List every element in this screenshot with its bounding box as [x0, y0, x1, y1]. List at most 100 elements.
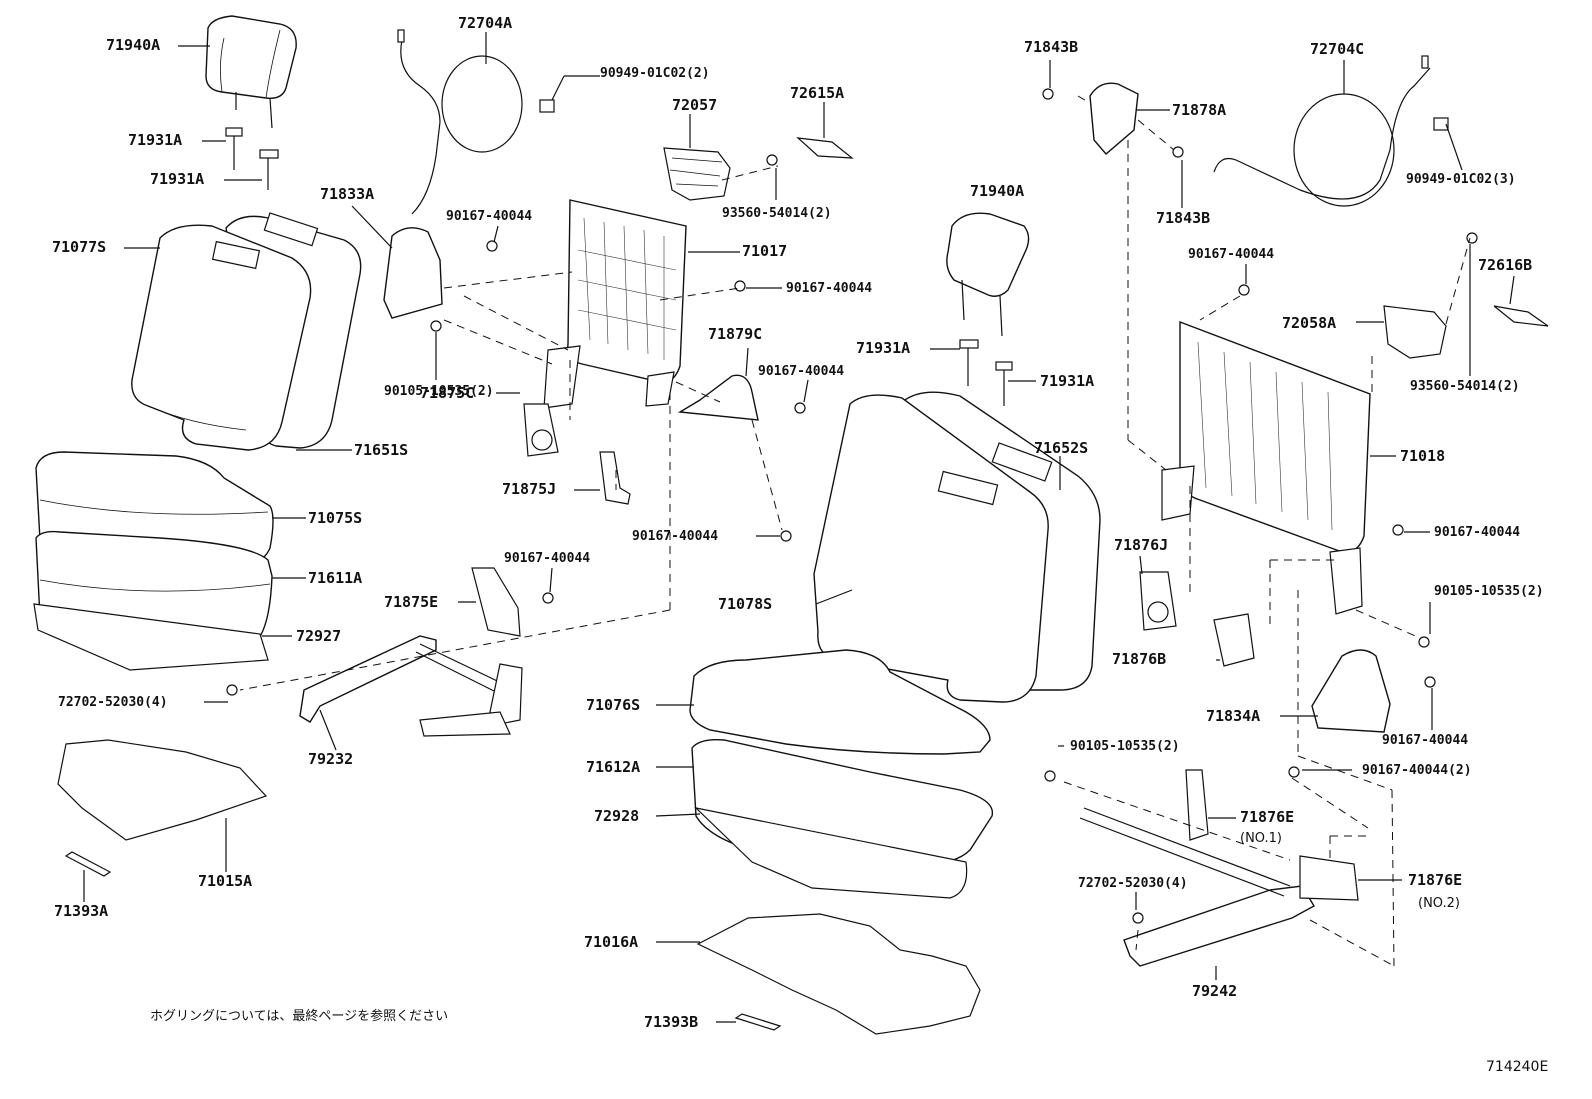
cover-71834A — [1311, 649, 1391, 733]
label-71611A: 71611A — [308, 569, 363, 587]
label-71875C: 71875C — [420, 384, 475, 402]
label-90949-01C02-3: 90949-01C02(3) — [1406, 172, 1516, 187]
label-71393A: 71393A — [54, 902, 109, 920]
bracket-72057 — [663, 147, 731, 201]
label-71651S: 71651S — [354, 441, 409, 459]
label-72616B: 72616B — [1478, 256, 1533, 274]
label-71940A-center: 71940A — [970, 182, 1025, 200]
label-90167-mid-left: 90167-40044 — [786, 281, 873, 296]
bracket-71876B — [1213, 613, 1255, 667]
label-90167-lower-left: 90167-40044 — [504, 551, 591, 566]
label-72927: 72927 — [296, 627, 342, 645]
label-79242: 79242 — [1192, 982, 1238, 1000]
headrest-guide-center — [959, 339, 1013, 406]
adjuster-79232 — [299, 635, 523, 737]
headrest-left — [205, 15, 297, 129]
label-72704A: 72704A — [458, 14, 513, 32]
label-72058A: 72058A — [1282, 314, 1337, 332]
cover-71833A — [383, 227, 443, 319]
label-71834A: 71834A — [1206, 707, 1261, 725]
label-90949-01C02-2: 90949-01C02(2) — [600, 66, 710, 81]
label-71076S: 71076S — [586, 696, 641, 714]
label-90167-mid2: 90167-40044 — [758, 364, 845, 379]
seat-cushion-center — [689, 649, 994, 899]
label-71931A-1: 71931A — [128, 131, 183, 149]
label-90167-top-left: 90167-40044 — [446, 209, 533, 224]
bracket-71876J — [1139, 571, 1177, 631]
bracket-71875J — [599, 451, 631, 505]
seatback-frame-71017 — [543, 199, 687, 409]
undercover-71015A — [57, 739, 268, 841]
cable-72704A — [397, 29, 523, 215]
seatback-center — [813, 391, 1101, 703]
label-71075S: 71075S — [308, 509, 363, 527]
label-71879C: 71879C — [708, 325, 763, 343]
label-71843B-top: 71843B — [1024, 38, 1079, 56]
undercover-71016A — [696, 913, 981, 1035]
label-72057: 72057 — [672, 96, 718, 114]
label-72702-left: 72702-52030(4) — [58, 695, 168, 710]
tape-71393B — [734, 1013, 782, 1031]
label-72928: 72928 — [594, 807, 640, 825]
label-71016A: 71016A — [584, 933, 639, 951]
label-71078S: 71078S — [718, 595, 773, 613]
label-71652S: 71652S — [1034, 439, 1089, 457]
seat-cushion-left — [33, 451, 274, 671]
bolts — [226, 88, 1478, 924]
label-71940A-left: 71940A — [106, 36, 161, 54]
label-93560-left: 93560-54014(2) — [722, 206, 832, 221]
label-90167-right-mid: 90167-40044 — [1434, 525, 1521, 540]
cover-71879C — [677, 374, 759, 421]
label-71077S: 71077S — [52, 238, 107, 256]
label-79232: 79232 — [308, 750, 354, 768]
label-71878A: 71878A — [1172, 101, 1227, 119]
cable-72704C — [1213, 55, 1431, 207]
pad-72615A — [796, 137, 854, 159]
label-71393B: 71393B — [644, 1013, 699, 1031]
pad-72616B — [1493, 305, 1549, 327]
label-71876E-2-no: (NO.2) — [1418, 896, 1460, 911]
label-90167-right-low: 90167-40044 — [1382, 733, 1469, 748]
label-90105-left: 90105-10535(2) — [384, 384, 494, 399]
label-71876E-2: 71876E — [1408, 871, 1463, 889]
label-71875E: 71875E — [384, 593, 439, 611]
label-90167-lower-mid: 90167-40044 — [632, 529, 719, 544]
assembly-dashed-lines — [239, 95, 1471, 967]
label-90105-right-low: 90105-10535(2) — [1070, 739, 1180, 754]
label-71876E-1-no: (NO.1) — [1240, 831, 1282, 846]
label-71876B: 71876B — [1112, 650, 1167, 668]
headrest-center — [946, 212, 1030, 337]
label-90105-right: 90105-10535(2) — [1434, 584, 1544, 599]
label-72702-right: 72702-52030(4) — [1078, 876, 1188, 891]
bracket-72058A — [1383, 305, 1447, 359]
tape-71393A — [64, 851, 112, 877]
label-71876J: 71876J — [1114, 536, 1169, 554]
clip-90949-left — [539, 99, 555, 113]
label-90167-right-2: 90167-40044(2) — [1362, 763, 1472, 778]
seatback-frame-71018 — [1161, 320, 1371, 615]
label-71931A-center-2: 71931A — [1040, 372, 1095, 390]
cover-71878A — [1089, 82, 1139, 155]
label-90167-right-top: 90167-40044 — [1188, 247, 1275, 262]
leader-lines — [83, 32, 1515, 1023]
figure-code: 714240E — [1486, 1059, 1549, 1075]
hog-ring-note: ホグリングについては、最終ページを参照ください — [150, 1009, 449, 1024]
label-71876E-1: 71876E — [1240, 808, 1295, 826]
bracket-71875E — [471, 567, 521, 637]
label-71833A: 71833A — [320, 185, 375, 203]
label-71931A-center-1: 71931A — [856, 339, 911, 357]
label-72704C: 72704C — [1310, 40, 1365, 58]
label-72615A: 72615A — [790, 84, 845, 102]
label-71015A: 71015A — [198, 872, 253, 890]
label-71017: 71017 — [742, 242, 788, 260]
label-71875J: 71875J — [502, 480, 557, 498]
seatback-left — [131, 212, 362, 451]
adjuster-79242 — [1079, 769, 1359, 967]
label-71931A-2: 71931A — [150, 170, 205, 188]
clip-90949-right — [1433, 117, 1449, 131]
label-93560-right: 93560-54014(2) — [1410, 379, 1520, 394]
label-71018: 71018 — [1400, 447, 1446, 465]
headrest-guide-left — [225, 127, 279, 190]
